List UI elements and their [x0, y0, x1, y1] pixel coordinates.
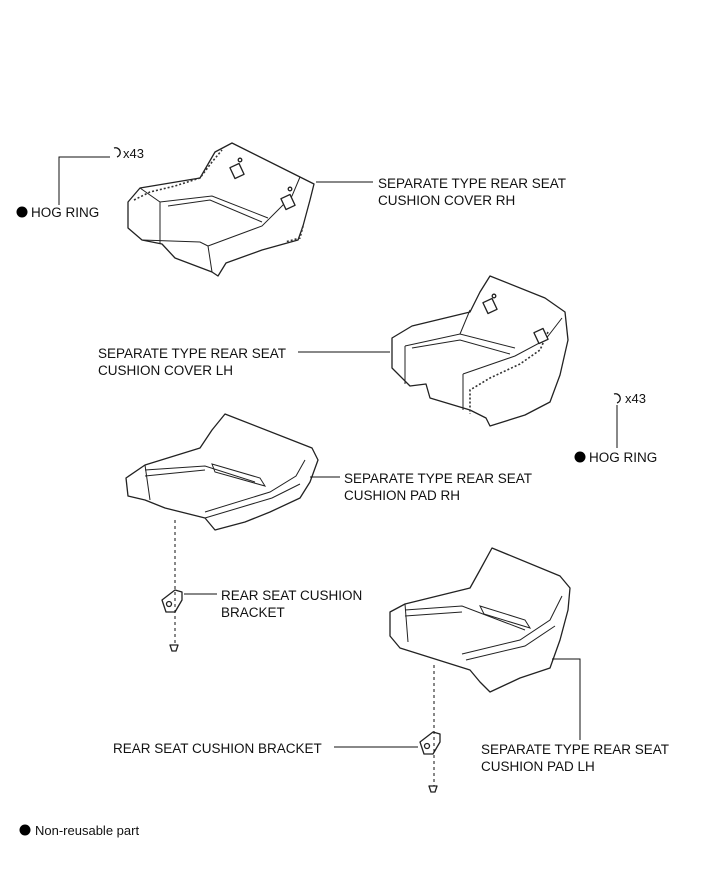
non-reusable-icon — [19, 824, 31, 836]
hog-ring-icon — [613, 393, 621, 404]
cushion-cover-rh-label: SEPARATE TYPE REAR SEAT CUSHION COVER RH — [378, 176, 567, 208]
cushion-cover-lh — [391, 275, 569, 427]
cushion-cover-lh-label: SEPARATE TYPE REAR SEAT CUSHION COVER LH — [98, 346, 287, 378]
rear-seat-cushion-bracket-label: REAR SEAT CUSHION BRACKET — [113, 741, 322, 756]
hog-ring-icon — [113, 147, 121, 158]
bolt-rh — [169, 644, 179, 652]
bolt-lh — [428, 785, 438, 793]
hog-ring-quantity: x43 — [123, 146, 144, 161]
non-reusable-icon — [16, 206, 28, 218]
cushion-pad-rh — [125, 413, 319, 531]
leader-hog-ring-1 — [58, 156, 110, 205]
bracket-rh — [161, 589, 183, 613]
cushion-pad-lh-label: SEPARATE TYPE REAR SEAT CUSHION PAD LH — [481, 742, 670, 774]
hog-ring-label: HOG RING — [589, 450, 658, 465]
hog-ring-quantity: x43 — [625, 391, 646, 406]
hog-ring-label: HOG RING — [31, 205, 100, 220]
bracket-lh — [419, 731, 441, 755]
cushion-pad-rh-label: SEPARATE TYPE REAR SEAT CUSHION PAD RH — [344, 471, 533, 503]
legend-non-reusable-text: Non-reusable part — [35, 823, 140, 838]
rear-seat-cushion-bracket-label: REAR SEAT CUSHION BRACKET — [221, 588, 363, 620]
leader-pad-lh — [552, 658, 581, 740]
cushion-cover-rh — [127, 142, 315, 277]
non-reusable-icon — [574, 451, 586, 463]
cushion-pad-lh — [389, 547, 571, 693]
